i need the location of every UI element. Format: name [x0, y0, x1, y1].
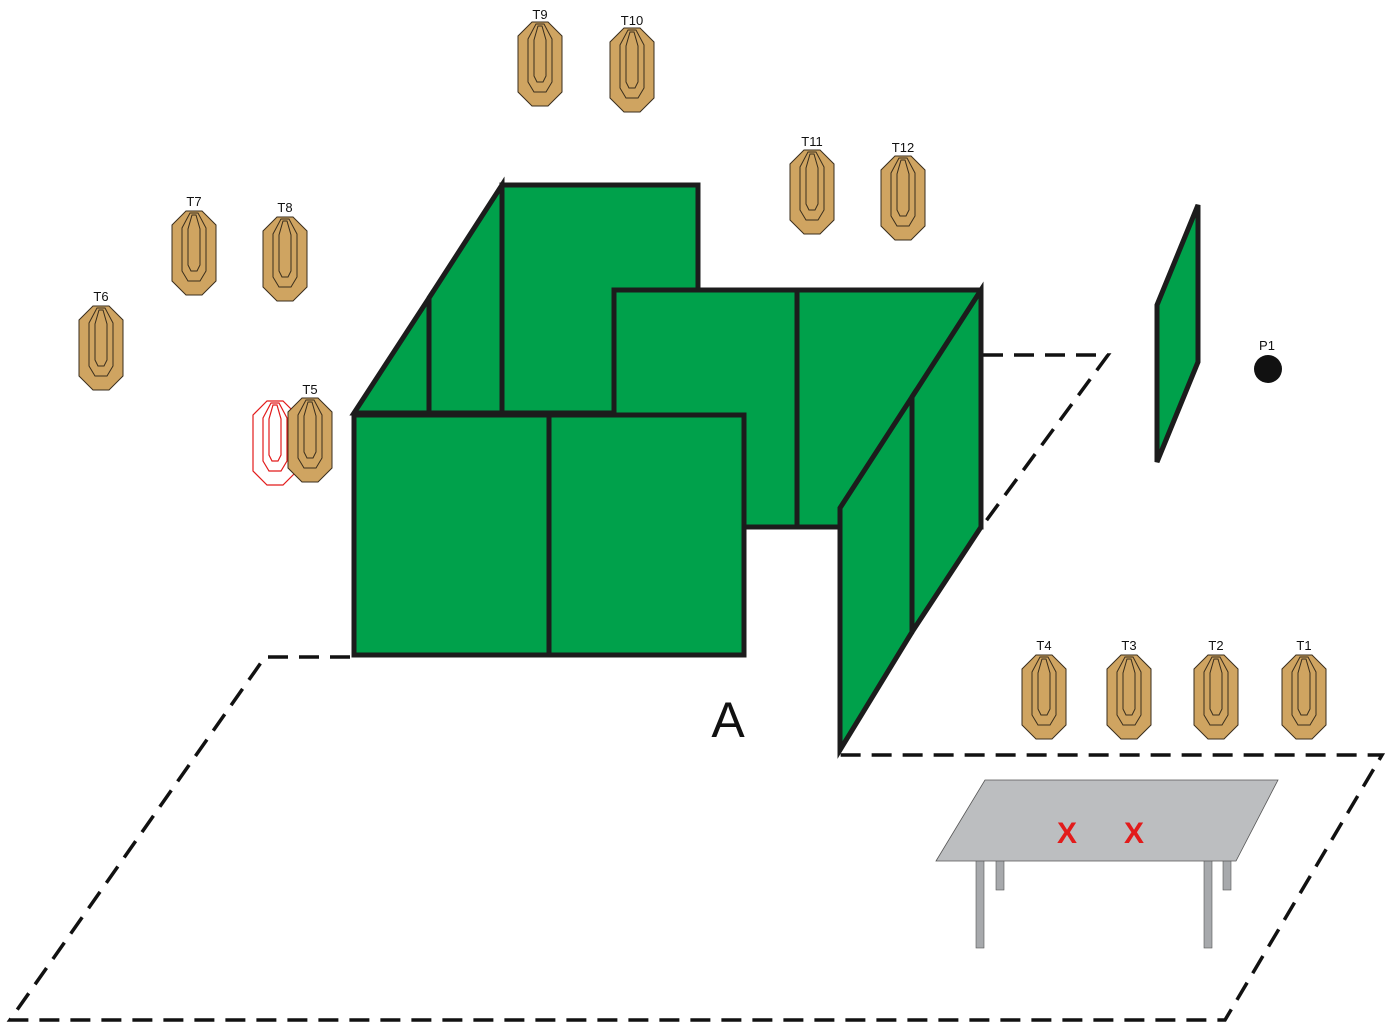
target-t11-label: T11: [801, 134, 822, 149]
target-t4-label: T4: [1036, 638, 1051, 653]
wall-diag-right-front: [837, 388, 915, 759]
target-t10-label: T10: [621, 13, 643, 28]
target-t3: T3: [1106, 638, 1152, 740]
target-t10: T10: [609, 13, 655, 113]
target-t7-label: T7: [186, 194, 201, 209]
target-t6-icon: [78, 305, 124, 391]
table-leg-front-right: [1203, 859, 1213, 949]
table-x-mark-1: X: [1057, 817, 1077, 850]
wall-diag-back-left: [426, 176, 505, 416]
target-t1-label: T1: [1296, 638, 1311, 653]
target-t2-icon: [1193, 654, 1239, 740]
wall-isolated-right: [1154, 204, 1201, 463]
area-label: A: [711, 692, 745, 748]
target-t5: T5: [287, 382, 333, 483]
target-t2-label: T2: [1208, 638, 1223, 653]
target-t2: T2: [1193, 638, 1239, 740]
boundary-back-right: [981, 353, 1112, 527]
target-t1-icon: [1281, 654, 1327, 740]
target-t8-icon: [262, 216, 308, 302]
target-t1: T1: [1281, 638, 1327, 740]
wall-front-left-a: [351, 412, 552, 658]
target-t3-icon: [1106, 654, 1152, 740]
target-t12: T12: [880, 140, 926, 241]
target-t7-icon: [171, 210, 217, 296]
target-t7: T7: [171, 194, 217, 296]
wall-diag-front-left: [349, 289, 432, 416]
target-t9-label: T9: [532, 7, 547, 22]
target-t8-label: T8: [277, 200, 292, 215]
wall-structure: [349, 176, 1201, 759]
table-top: [935, 779, 1279, 862]
target-t4: T4: [1021, 638, 1067, 740]
target-t10-icon: [609, 27, 655, 113]
boundary-front-left: [6, 655, 1386, 1022]
target-t11: T11: [789, 134, 835, 235]
target-t3-label: T3: [1121, 638, 1136, 653]
target-t9: T9: [517, 7, 563, 107]
target-t12-label: T12: [892, 140, 914, 155]
popper-p1-icon: [1254, 355, 1282, 383]
target-t12-icon: [880, 155, 926, 241]
wall-front-left-b: [546, 412, 747, 658]
popper-p1-label: P1: [1259, 338, 1275, 353]
target-t6: T6: [78, 289, 124, 391]
target-t5-label: T5: [302, 382, 317, 397]
start-table: X X: [935, 779, 1279, 949]
shooting-area-boundary: [6, 353, 1386, 1022]
popper-p1: P1: [1254, 338, 1282, 383]
target-t6-label: T6: [93, 289, 108, 304]
target-t8: T8: [262, 200, 308, 302]
target-t9-icon: [517, 21, 563, 107]
target-t11-icon: [789, 149, 835, 235]
table-leg-back-left: [995, 859, 1005, 891]
table-x-mark-2: X: [1124, 817, 1144, 850]
table-leg-front-left: [975, 859, 985, 949]
target-t5-icon: [287, 397, 333, 483]
target-t4-icon: [1021, 654, 1067, 740]
table-leg-back-right: [1222, 859, 1232, 891]
